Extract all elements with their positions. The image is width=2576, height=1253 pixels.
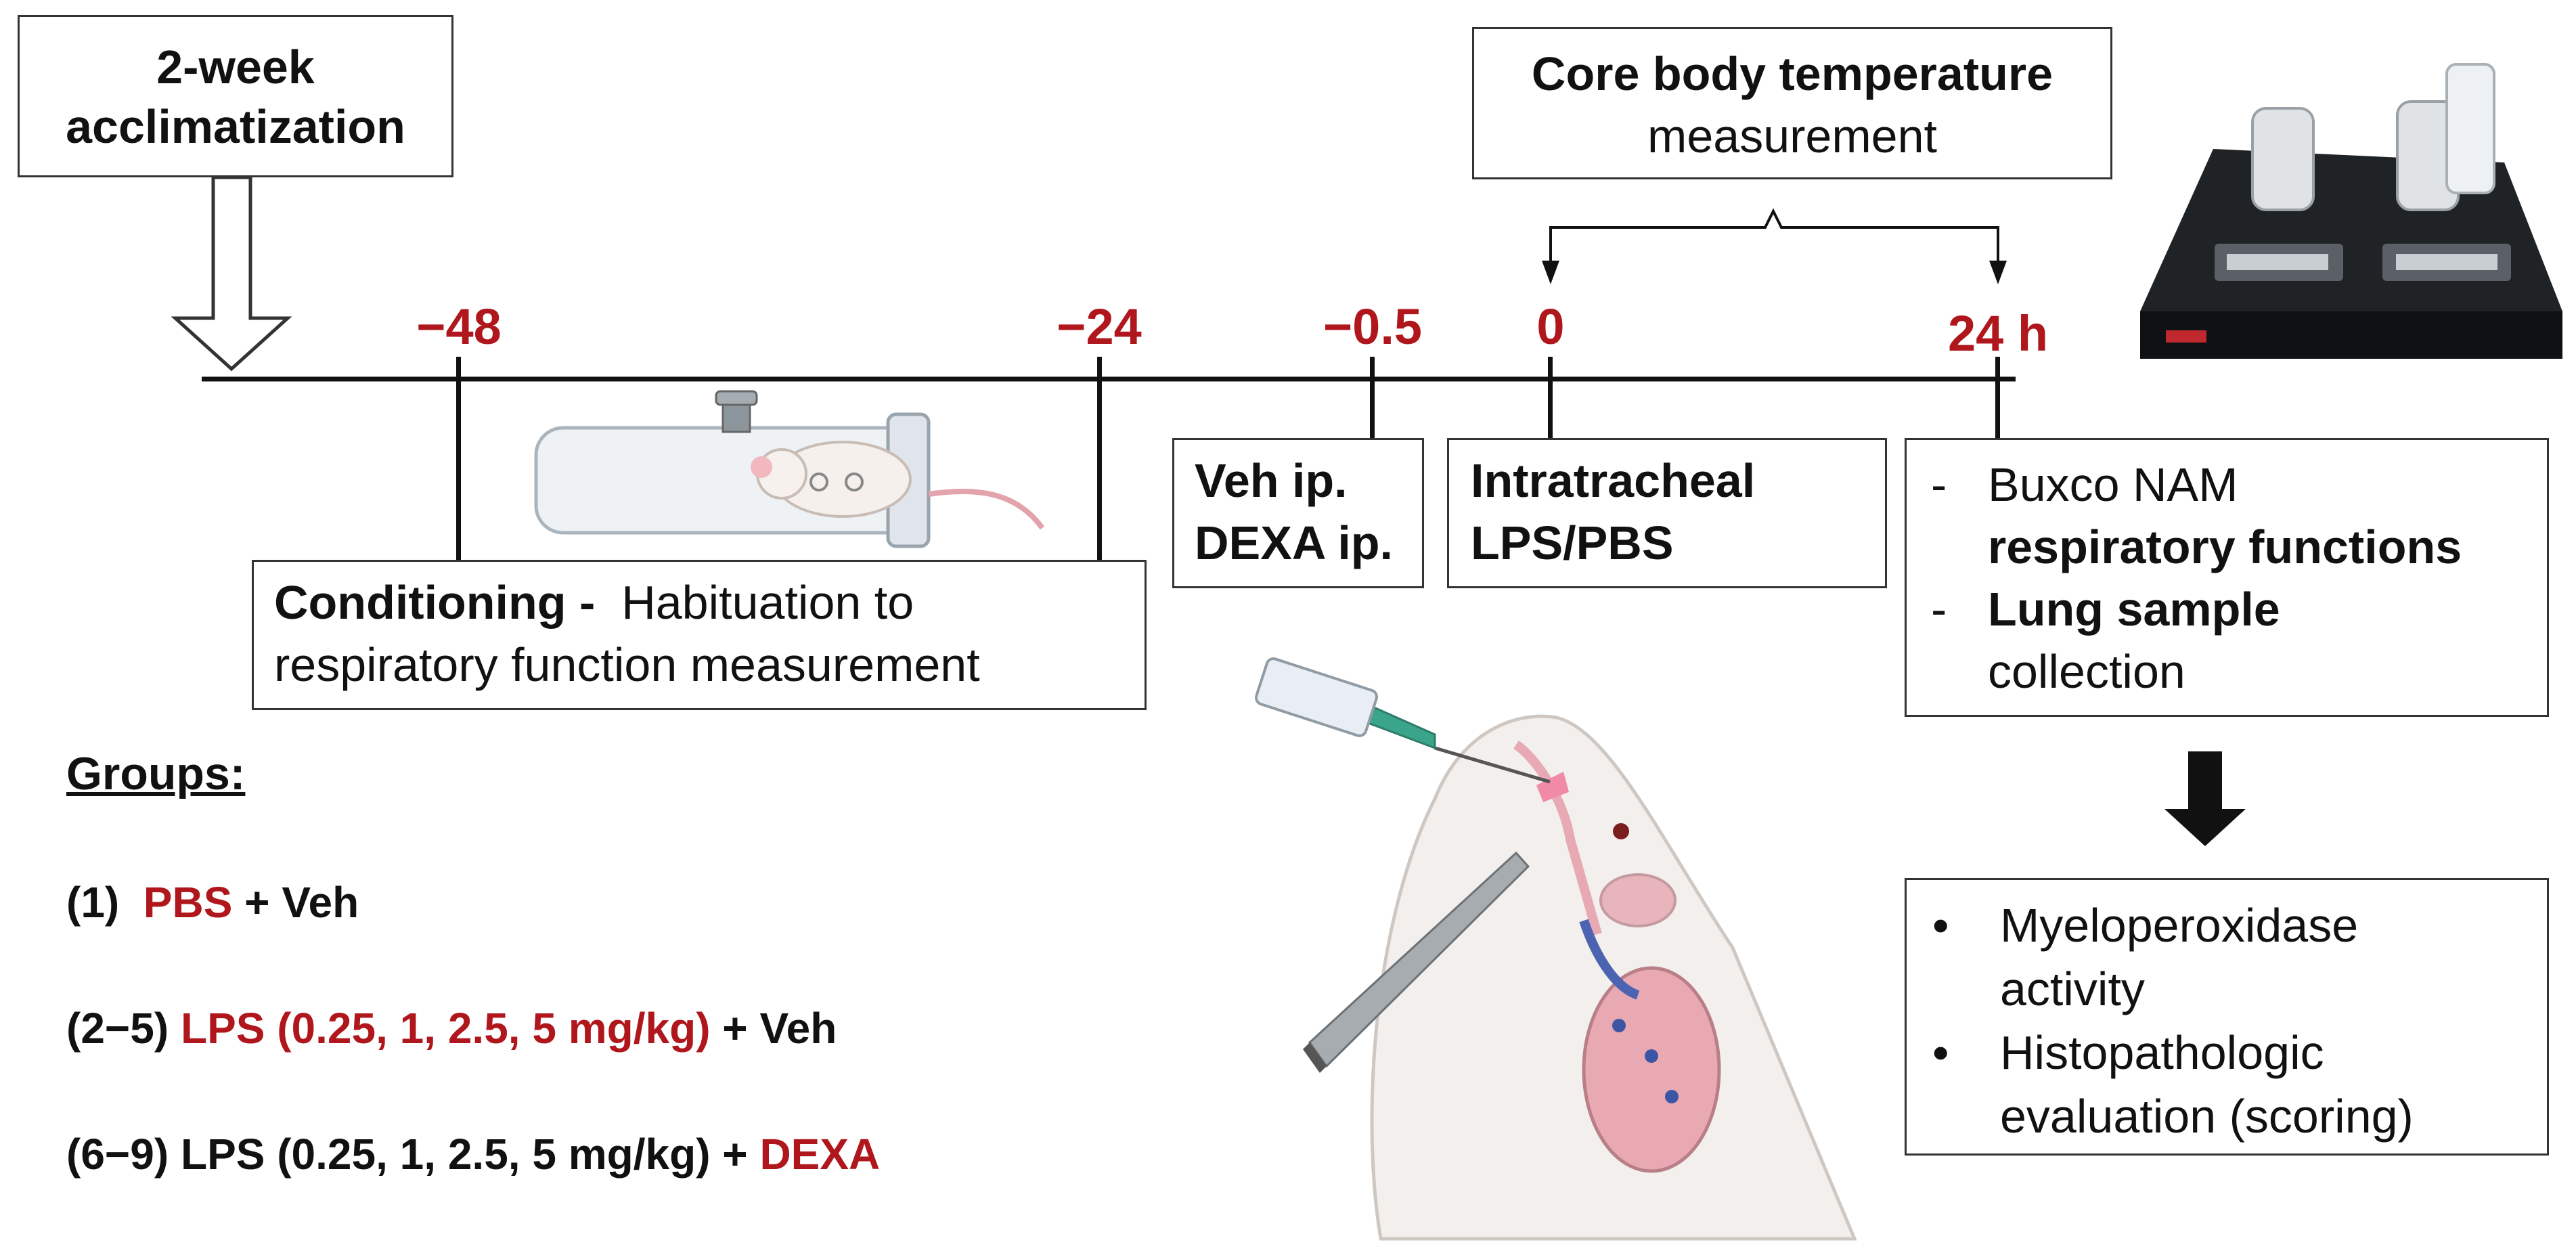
tick-label-minus-0-5: −0.5: [1323, 299, 1423, 355]
histopathologic-label: Histopathologic: [2000, 1026, 2324, 1079]
respiratory-functions-label: respiratory functions: [1988, 521, 2462, 573]
analysis-bullet-1: •: [1932, 899, 1949, 952]
tick-line-minus-48: [456, 357, 461, 560]
myeloperoxidase-label: Myeloperoxidase: [2000, 899, 2359, 952]
group-6-9-lps: LPS (0.25, 1, 2.5, 5 mg/kg) +: [180, 1130, 760, 1179]
conditioning-text2: respiratory function measurement: [274, 638, 980, 691]
analysis-box: • Myeloperoxidase activity • Histopathol…: [1905, 878, 2549, 1156]
intratracheal-box: Intratracheal LPS/PBS: [1447, 438, 1887, 588]
intratracheal-label: Intratracheal: [1471, 454, 1756, 507]
acclimatization-box: 2-week acclimatization: [18, 15, 453, 177]
veh-dexa-box: Veh ip. DEXA ip.: [1172, 438, 1424, 588]
conditioning-text1: Habituation to: [621, 576, 914, 629]
evaluation-scoring-label: evaluation (scoring): [2000, 1090, 2414, 1143]
lung-sample-label: Lung sample: [1988, 583, 2280, 636]
group-1-pbs: PBS: [143, 878, 233, 927]
lps-pbs-label: LPS/PBS: [1471, 516, 1674, 569]
group-1-number: (1): [66, 878, 120, 927]
tick-line-24h: [1995, 357, 2000, 438]
tick-line-minus-0-5: [1370, 357, 1375, 438]
analysis-bullet-2: •: [1932, 1026, 1949, 1079]
group-6-9-dexa: DEXA: [759, 1130, 881, 1179]
conditioning-box: Conditioning - Habituation to respirator…: [252, 560, 1147, 710]
tick-label-24h: 24 h: [1947, 305, 2049, 361]
acclimatization-line1: 2-week: [156, 41, 315, 93]
dexa-ip-label: DEXA ip.: [1195, 516, 1393, 569]
collection-label: collection: [1988, 645, 2185, 698]
activity-label: activity: [2000, 963, 2145, 1015]
down-arrow: [2164, 751, 2246, 846]
tick-label-minus-24: −24: [1057, 299, 1142, 355]
conditioning-label: Conditioning -: [274, 576, 596, 629]
acclimatization-line2: acclimatization: [66, 100, 405, 153]
group-6-9: (6−9) LPS (0.25, 1, 2.5, 5 mg/kg) + DEXA: [66, 1129, 880, 1179]
hollow-arrow: [171, 175, 292, 372]
buxco-box: - Buxco NAM respiratory functions - Lung…: [1905, 438, 2549, 717]
group-2-5: (2−5) LPS (0.25, 1, 2.5, 5 mg/kg) + Veh: [66, 1003, 837, 1053]
bracket-arrow-right: [1989, 261, 2007, 284]
tick-line-minus-24: [1097, 357, 1102, 560]
buxco-dash-1: -: [1931, 458, 1947, 511]
groups-title: Groups:: [66, 748, 246, 799]
tick-label-minus-48: −48: [416, 299, 502, 355]
buxco-dash-2: -: [1931, 583, 1947, 636]
temperature-bracket: [1549, 208, 1999, 261]
group-2-5-lps: LPS (0.25, 1, 2.5, 5 mg/kg): [180, 1004, 711, 1053]
group-2-5-number: (2−5): [66, 1004, 169, 1053]
core-temperature-title: Core body temperature: [1531, 47, 2053, 100]
core-temperature-subtitle: measurement: [1647, 110, 1937, 162]
buxco-device-illustration: [2140, 63, 2562, 359]
group-1: (1) PBS + Veh: [66, 877, 359, 927]
bracket-arrow-left: [1542, 261, 1559, 284]
restraint-tube-illustration: [534, 390, 1045, 548]
core-temperature-box: Core body temperature measurement: [1472, 27, 2112, 179]
buxco-nam-label: Buxco NAM: [1988, 458, 2238, 511]
tick-label-zero: 0: [1536, 299, 1565, 355]
veh-ip-label: Veh ip.: [1195, 454, 1348, 507]
group-2-5-veh: + Veh: [710, 1004, 837, 1053]
instillation-illustration: [1254, 657, 1857, 1241]
group-1-veh: + Veh: [232, 878, 359, 927]
tick-line-zero: [1548, 357, 1553, 438]
group-6-9-number: (6−9): [66, 1130, 169, 1179]
